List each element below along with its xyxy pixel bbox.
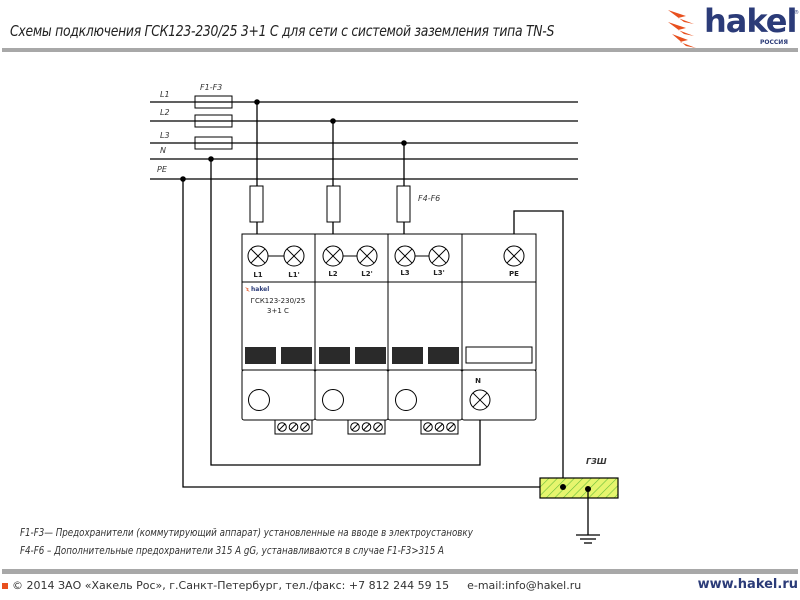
screw-icon	[446, 422, 456, 432]
notes: F1-F3— Предохранители (коммутирующий апп…	[20, 524, 473, 560]
footer-website-link[interactable]: www.hakel.ru	[697, 577, 798, 592]
bus-label-l1: L1	[160, 90, 170, 99]
terminal-label-l2-out: L2'	[361, 270, 372, 278]
bus-label-l3: L3	[160, 131, 170, 140]
fuse-f6	[396, 185, 411, 223]
bus-lines	[150, 101, 578, 180]
logo-text: hakel	[704, 2, 797, 40]
bus-label-l2: L2	[160, 108, 170, 117]
fuse-f4	[249, 185, 264, 223]
earth-ground-icon	[576, 534, 600, 544]
status-window-empty	[465, 346, 533, 364]
fuse-f3	[194, 136, 233, 150]
device-brand-icon	[245, 287, 250, 292]
screw-icon	[361, 422, 372, 432]
remote-signal-socket	[322, 389, 344, 411]
terminal-label-pe: PE	[509, 270, 519, 278]
terminal-lamp-icon	[247, 245, 269, 267]
screw-icon	[434, 422, 445, 432]
footer-copyright: © 2014 ЗАО «Хакель Рос», г.Санкт-Петербу…	[12, 579, 450, 592]
page-title: Схемы подключения ГСК123-230/25 3+1 С дл…	[10, 22, 555, 40]
fuse-f2	[194, 114, 233, 128]
header-divider	[2, 48, 798, 52]
terminal-lamp-icon	[322, 245, 344, 267]
status-window	[355, 347, 386, 364]
ground-bar	[539, 477, 619, 499]
terminal-label-l3-out: L3'	[433, 269, 444, 277]
fuse-f1	[194, 95, 233, 109]
terminal-lamp-icon	[394, 245, 416, 267]
device-variant: 3+1 С	[267, 307, 289, 315]
terminal-lamp-icon	[469, 389, 491, 411]
status-window	[245, 347, 276, 364]
remote-signal-socket	[395, 389, 417, 411]
extra-fuse-label: F4-F6	[418, 194, 440, 203]
remote-signal-socket	[248, 389, 270, 411]
lightning-icon	[668, 10, 696, 48]
screw-terminal-block	[347, 419, 386, 435]
footer-email-link[interactable]: e-mail:info@hakel.ru	[467, 579, 582, 592]
terminal-lamp-icon	[283, 245, 305, 267]
screw-icon	[300, 422, 310, 432]
ground-bar-junction	[560, 484, 566, 490]
terminal-label-l3: L3	[400, 269, 409, 277]
terminal-label-l2: L2	[328, 270, 337, 278]
terminal-label-l1-out: L1'	[288, 271, 299, 279]
note-line: F4-F6 – Дополнительные предохранители 31…	[20, 544, 444, 557]
surge-protector-device: hakel ГСК123-230/25 3+1 С L1 L1' L2 L2' …	[241, 233, 537, 435]
screw-icon	[423, 422, 433, 432]
fuse-group-label: F1-F3	[200, 83, 222, 92]
logo-subtitle: РОССИЯ	[760, 39, 788, 46]
bullet-icon	[2, 583, 8, 589]
status-window	[428, 347, 459, 364]
terminal-lamp-icon	[503, 245, 525, 267]
terminal-lamp-icon	[356, 245, 378, 267]
terminal-label-n: N	[475, 377, 481, 385]
n-wire	[210, 159, 481, 466]
note-line: F1-F3— Предохранители (коммутирующий апп…	[20, 526, 473, 539]
screw-terminal-block	[420, 419, 459, 435]
screw-icon	[288, 422, 299, 432]
fuse-f5	[326, 185, 341, 223]
status-window	[392, 347, 423, 364]
device-model: ГСК123-230/25	[251, 297, 306, 305]
screw-icon	[350, 422, 360, 432]
bus-label-pe: PE	[157, 165, 168, 174]
screw-terminal-block	[274, 419, 313, 435]
ground-bar-label: ГЗШ	[586, 457, 607, 466]
device-brand: hakel	[251, 286, 269, 293]
hakel-logo: hakel ® РОССИЯ	[664, 2, 800, 48]
footer: © 2014 ЗАО «Хакель Рос», г.Санкт-Петербу…	[2, 579, 581, 592]
screw-icon	[373, 422, 383, 432]
logo-registered-mark: ®	[794, 10, 799, 16]
terminal-label-l1: L1	[253, 271, 262, 279]
bus-label-n: N	[160, 146, 166, 155]
screw-icon	[277, 422, 287, 432]
footer-divider	[2, 569, 798, 574]
pe-wire	[513, 210, 564, 488]
pe-bus-wire	[182, 179, 563, 488]
status-window	[281, 347, 312, 364]
status-window	[319, 347, 350, 364]
terminal-lamp-icon	[428, 245, 450, 267]
